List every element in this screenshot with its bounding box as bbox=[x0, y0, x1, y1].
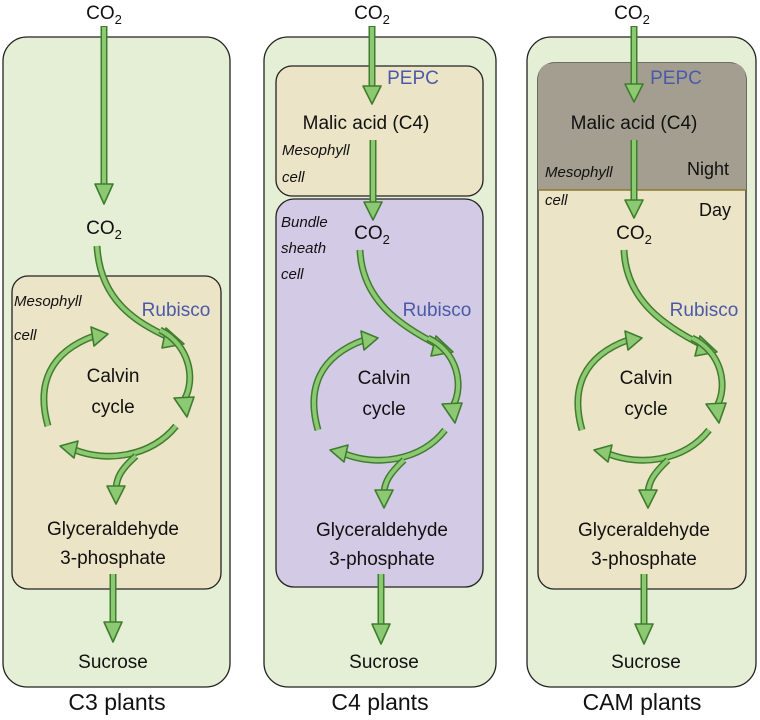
cam-night-zone bbox=[538, 63, 746, 190]
cam-product-label: Glyceraldehyde bbox=[578, 520, 710, 541]
c3-cycle-label: cycle bbox=[91, 397, 134, 418]
c3-mesophyll-label-2: cell bbox=[14, 327, 37, 344]
c4-mesophyll-label: Mesophyll bbox=[282, 142, 350, 159]
c4-calvin-label: Calvin bbox=[358, 368, 411, 389]
cam-malic-release-arrow bbox=[624, 140, 644, 219]
c3-calvin-cycle-arrows bbox=[40, 326, 195, 460]
c4-mesophyll-label-2: cell bbox=[282, 169, 305, 186]
c4-malic-acid-label: Malic acid (C4) bbox=[303, 113, 430, 134]
c4-rubisco-label: Rubisco bbox=[403, 300, 472, 321]
cam-co2-top: CO2 bbox=[614, 3, 650, 27]
c4-product-label-2: 3-phosphate bbox=[329, 549, 435, 570]
c4-malic-transfer-arrow bbox=[363, 140, 383, 221]
cam-product-arrow bbox=[638, 457, 671, 509]
c4-mesophyll-cell bbox=[275, 65, 484, 197]
cam-title: CAM plants bbox=[583, 689, 702, 715]
c3-co2-input-arrow bbox=[94, 26, 114, 205]
c4-sucrose-label: Sucrose bbox=[349, 652, 419, 673]
c4-panel: CO2 PEPC Malic acid (C4) Mesophyll cell … bbox=[263, 3, 497, 715]
c4-co2-top: CO2 bbox=[354, 3, 390, 27]
cam-calvin-cycle-arrows bbox=[574, 330, 727, 464]
c3-title: C3 plants bbox=[68, 689, 165, 715]
c4-product-label: Glyceraldehyde bbox=[316, 520, 448, 541]
c4-calvin-cycle-arrows bbox=[310, 330, 463, 464]
c4-cycle-label: cycle bbox=[362, 399, 405, 420]
c3-calvin-label: Calvin bbox=[87, 366, 140, 387]
c4-product-arrow bbox=[374, 457, 407, 509]
cam-sucrose-arrow bbox=[634, 574, 654, 645]
c4-co2-input-arrow bbox=[362, 26, 382, 105]
cam-panel: CO2 PEPC Malic acid (C4) Night Mesophyll… bbox=[526, 3, 757, 715]
c3-sucrose-arrow bbox=[103, 574, 123, 643]
c4-sucrose-arrow bbox=[371, 574, 391, 645]
c3-mesophyll-label: Mesophyll bbox=[14, 293, 82, 310]
cam-mesophyll-label-2: cell bbox=[545, 192, 568, 209]
c4-bundle-sheath-label-3: cell bbox=[281, 266, 304, 283]
cam-co2-input-arrow bbox=[624, 26, 644, 103]
c3-product-label-2: 3-phosphate bbox=[60, 548, 166, 569]
cam-day-label: Day bbox=[699, 200, 731, 220]
c3-product-arrow bbox=[106, 453, 139, 505]
c3-product-label: Glyceraldehyde bbox=[47, 519, 179, 540]
c4-title: C4 plants bbox=[331, 689, 428, 715]
c3-sucrose-label: Sucrose bbox=[78, 652, 148, 673]
c4-bundle-sheath-label-2: sheath bbox=[281, 240, 326, 257]
cam-co2-mid: CO2 bbox=[616, 223, 652, 247]
cam-malic-acid-label: Malic acid (C4) bbox=[571, 113, 698, 134]
cam-cycle-label: cycle bbox=[624, 399, 667, 420]
c3-panel: CO2 CO2 Mesophyll cell Rubisco Calvin c bbox=[2, 3, 231, 715]
cam-sucrose-label: Sucrose bbox=[611, 652, 681, 673]
c3-co2-mid: CO2 bbox=[86, 218, 122, 242]
cam-pepc-label: PEPC bbox=[650, 68, 702, 89]
cam-rubisco-label: Rubisco bbox=[670, 300, 739, 321]
cam-product-label-2: 3-phosphate bbox=[591, 549, 697, 570]
cam-calvin-label: Calvin bbox=[620, 368, 673, 389]
c4-bundle-sheath-label: Bundle bbox=[281, 214, 328, 231]
cam-mesophyll-label: Mesophyll bbox=[545, 164, 613, 181]
c3-rubisco-label: Rubisco bbox=[142, 300, 211, 321]
c3-mesophyll-cell bbox=[11, 275, 222, 590]
c4-co2-mid: CO2 bbox=[354, 223, 390, 247]
cam-night-label: Night bbox=[687, 159, 729, 179]
c3-co2-top: CO2 bbox=[86, 3, 122, 27]
c4-pepc-label: PEPC bbox=[387, 68, 439, 89]
